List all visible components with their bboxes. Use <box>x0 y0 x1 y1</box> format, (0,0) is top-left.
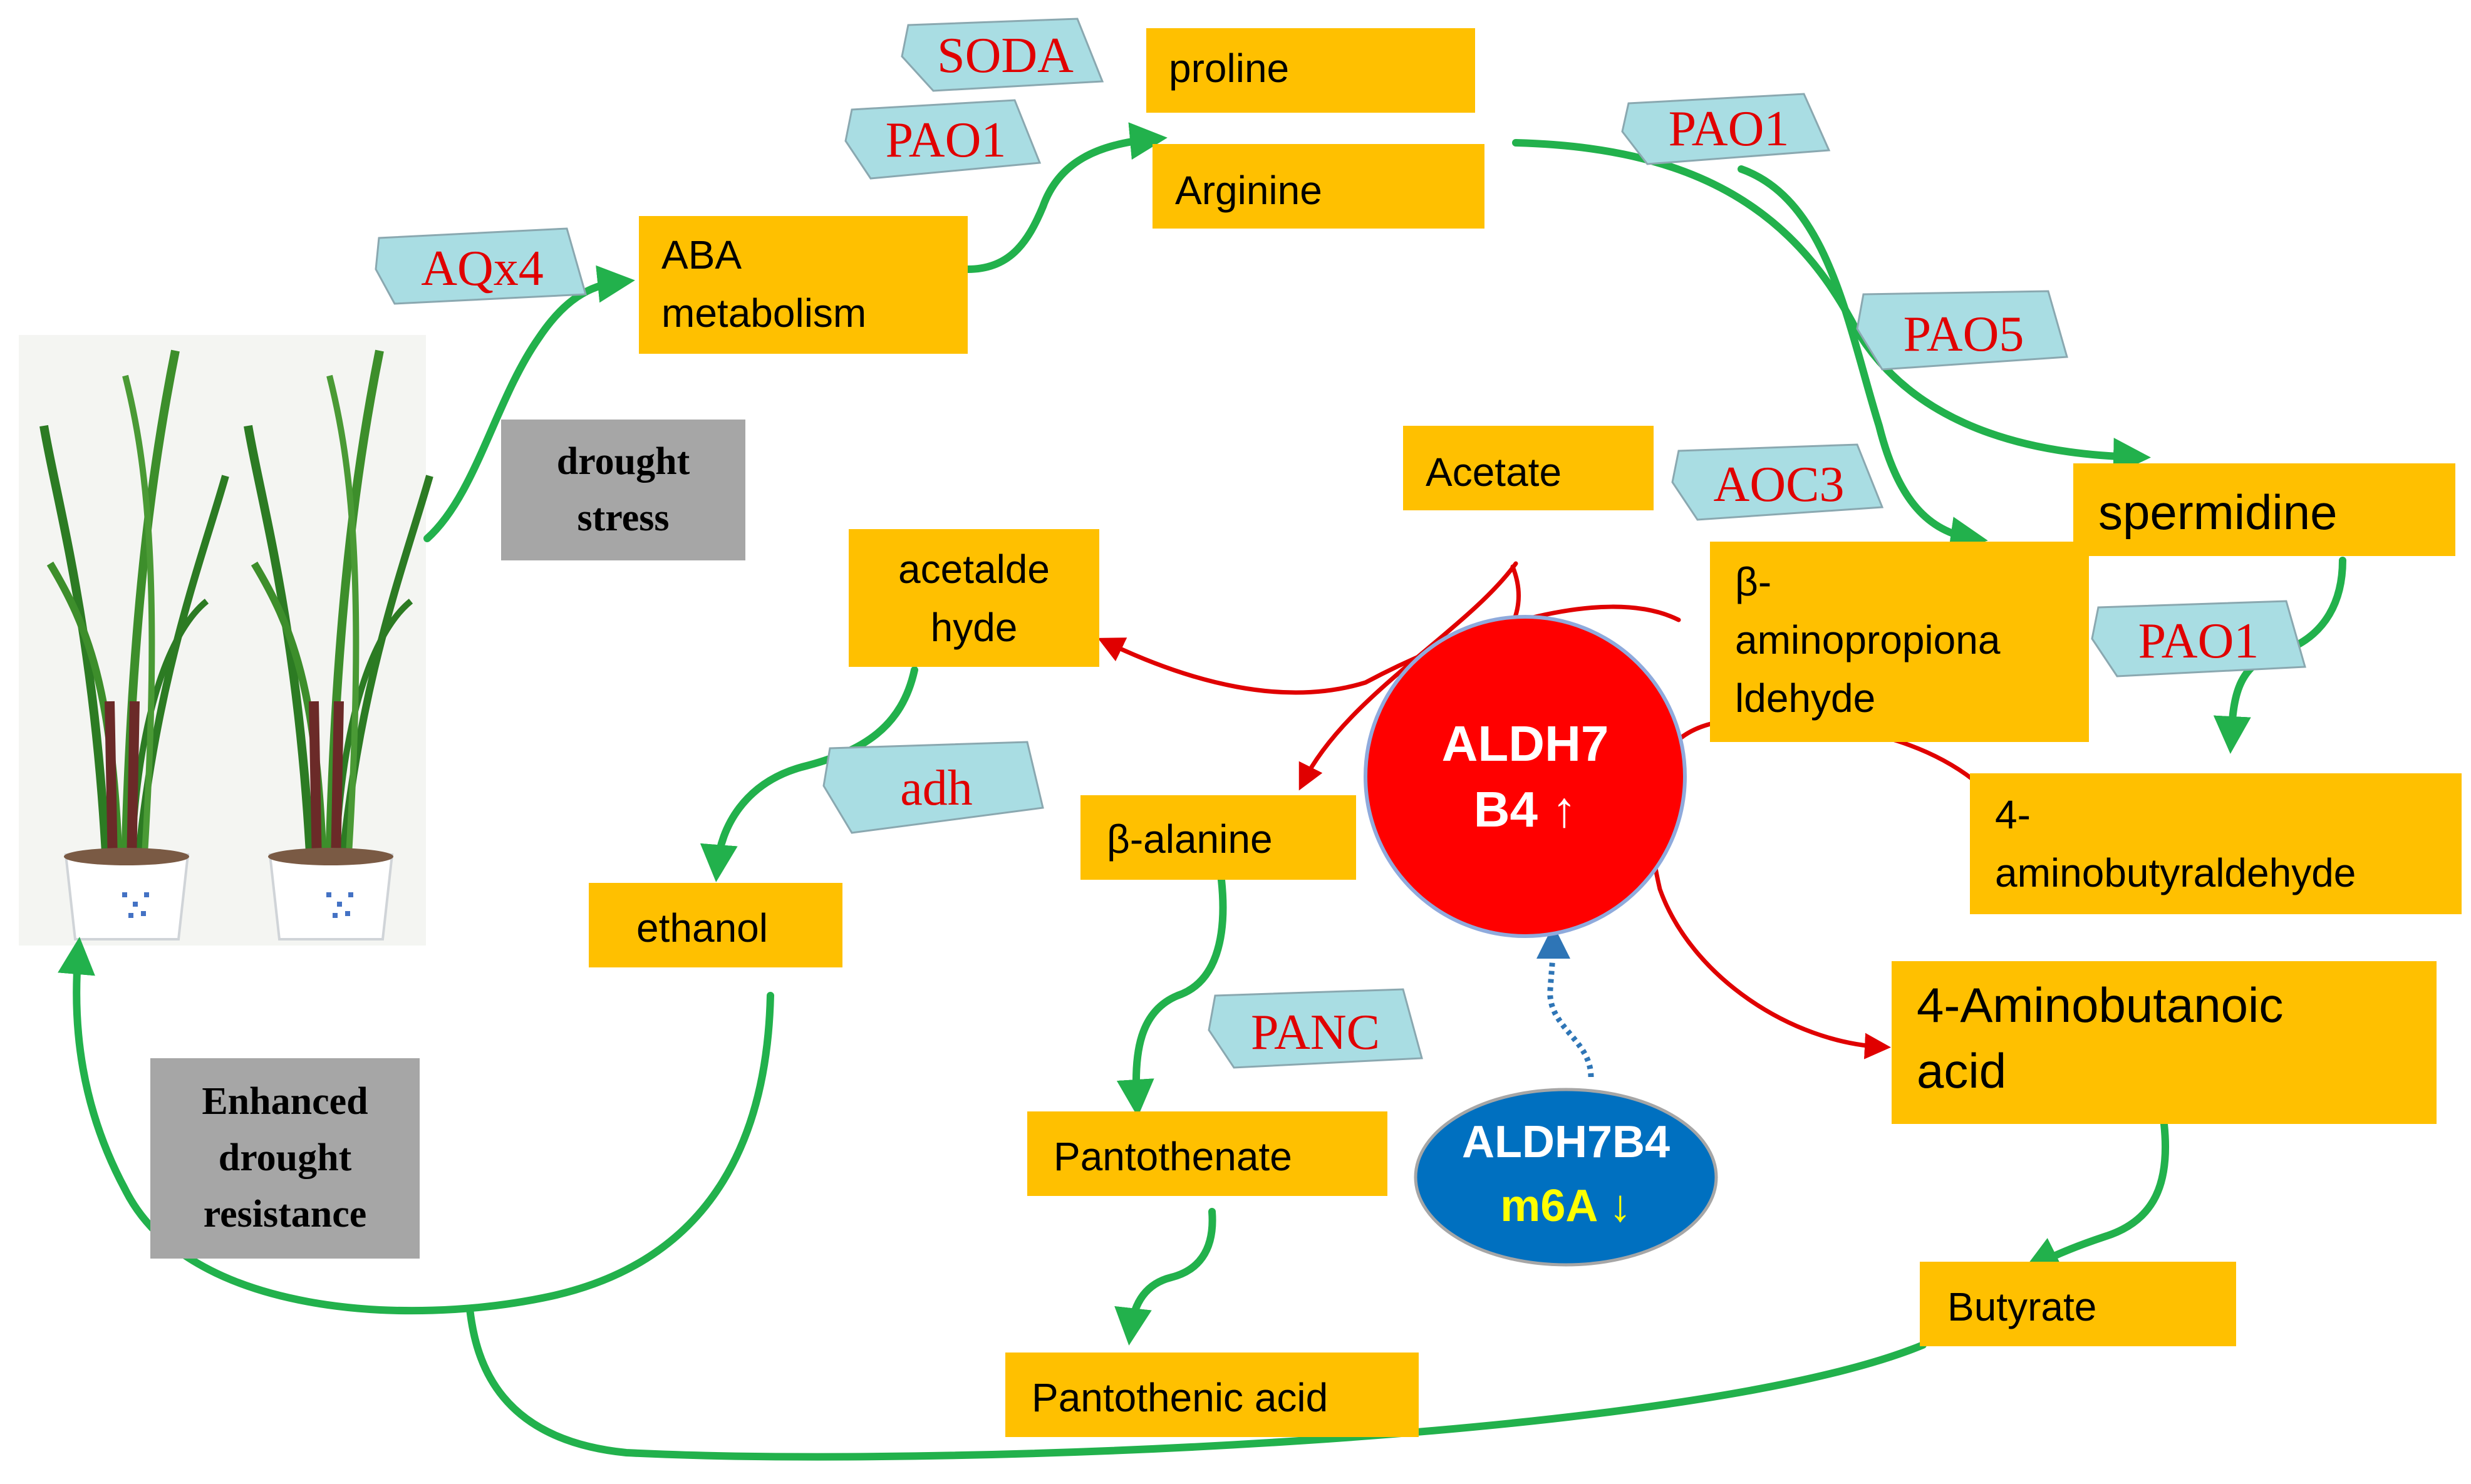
box-spermidine: spermidine <box>2073 463 2455 556</box>
box-acetate: Acetate <box>1403 426 1654 510</box>
gene-label-pao1-spermidine: PAO1 <box>2138 614 2259 669</box>
gene-tag-adh: adh <box>822 741 1044 834</box>
gene-tag-pao5: PAO5 <box>1856 290 2068 371</box>
arrow-m6a-regulation <box>1536 925 1594 1078</box>
gene-tag-panc: PANC <box>1208 988 1423 1069</box>
arrow-plant-to-aba <box>423 265 635 542</box>
arrow-butyrate-to-loop <box>466 1305 1927 1461</box>
gene-label-pao5: PAO5 <box>1904 307 2024 362</box>
m6a-node: ALDH7B4 m6A ↓ <box>1414 1088 1718 1267</box>
gene-tag-soda: SODA <box>901 18 1104 92</box>
arrow-alanine-to-pantothenate <box>1116 876 1227 1117</box>
m6a-label-line1: ALDH7B4 <box>1462 1117 1670 1167</box>
gene-label-adh: adh <box>900 761 973 816</box>
gene-label-aqx4: AQx4 <box>421 241 544 296</box>
arrow-aminobutanoic-to-butyrate <box>2022 1120 2170 1272</box>
plant-right <box>244 349 433 940</box>
gene-tag-pao1-spermidine: PAO1 <box>2091 600 2306 678</box>
label-enhanced-drought-resistance: Enhanced drought resistance <box>150 1058 420 1259</box>
label-drought-stress: drought stress <box>501 420 745 560</box>
aldh7b4-label-line2: B4 ↑ <box>1474 781 1577 837</box>
arrow-ethanol-to-resistance <box>58 937 774 1315</box>
gene-label-panc: PANC <box>1251 1005 1380 1060</box>
gene-tag-pao1-top: PAO1 <box>844 99 1042 180</box>
aldh7b4-label-line1: ALDH7 <box>1442 716 1609 771</box>
m6a-label-line2: m6A ↓ <box>1500 1181 1631 1231</box>
arrow-to-beta-alanine <box>1298 561 1518 791</box>
gene-label-pao1-right: PAO1 <box>1669 101 1790 157</box>
arrow-pantothenate-to-pantothenic <box>1114 1208 1216 1346</box>
box-arginine: Arginine <box>1153 144 1484 229</box>
gene-tag-pao1-right: PAO1 <box>1621 93 1831 165</box>
aldh7b4-node: ALDH7 B4 ↑ <box>1364 615 1687 938</box>
arrow-acetaldehyde-to-ethanol <box>700 666 918 882</box>
box-beta-alanine: β-alanine <box>1080 795 1356 880</box>
gene-label-aoc3: AOC3 <box>1714 457 1845 512</box>
box-pantothenate: Pantothenate <box>1027 1111 1387 1196</box>
box-beta-aminopropionaldehyde: β- aminopropiona ldehyde <box>1710 542 2089 742</box>
plant-left <box>39 349 229 940</box>
arrow-to-acetaldehyde <box>1097 604 1681 695</box>
gene-tag-aqx4: AQx4 <box>375 227 587 305</box>
box-4-aminobutanoic-acid: 4-Aminobutanoic acid <box>1892 961 2437 1124</box>
box-aba-metabolism: ABA metabolism <box>639 216 968 354</box>
box-4-aminobutyraldehyde: 4- aminobutyraldehyde <box>1970 773 2462 914</box>
box-pantothenic-acid: Pantothenic acid <box>1005 1353 1419 1437</box>
box-proline: proline <box>1146 28 1475 113</box>
rice-plants-image <box>19 335 433 946</box>
gene-label-soda: SODA <box>937 28 1074 83</box>
gene-tag-aoc3: AOC3 <box>1671 443 1884 521</box>
arrow-aba-to-arginine <box>964 122 1168 273</box>
box-butyrate: Butyrate <box>1920 1262 2236 1346</box>
box-acetaldehyde: acetalde hyde <box>849 529 1099 667</box>
arrow-arginine-to-aminopropionaldehyde <box>1738 165 1988 554</box>
box-ethanol: ethanol <box>589 883 842 967</box>
gene-label-pao1-top: PAO1 <box>886 113 1007 168</box>
